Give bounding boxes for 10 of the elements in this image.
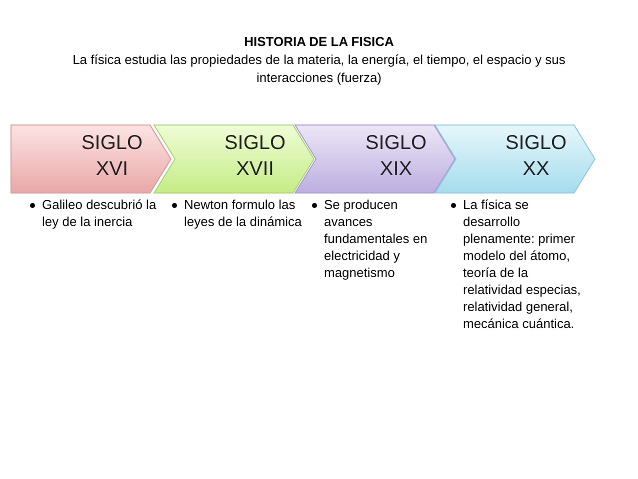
century-label: SIGLO XVI bbox=[80, 131, 144, 182]
bullet-text: Newton formulo las leyes de la dinámica bbox=[184, 196, 302, 230]
century-label: SIGLO XIX bbox=[364, 131, 428, 182]
bullet-text: Galileo descubrió la ley de la inercia bbox=[42, 196, 158, 230]
bullet-text: La física se desarrollo plenamente: primer modelo del átomo, teoría de la relatividad especias, relatividad general, mecánica cuántica. bbox=[463, 196, 581, 332]
century-label: SIGLO XX bbox=[504, 131, 568, 182]
century-label: SIGLO XVII bbox=[223, 131, 287, 182]
bullet-text: Se producen avances fundamentales en electricidad y magnetismo bbox=[324, 196, 428, 281]
title: HISTORIA DE LA FISICA bbox=[243, 34, 395, 49]
subtitle: La física estudia las propiedades de la materia, la energía, el tiempo, el espacio y sus interacciones (fuerza) bbox=[72, 51, 566, 87]
